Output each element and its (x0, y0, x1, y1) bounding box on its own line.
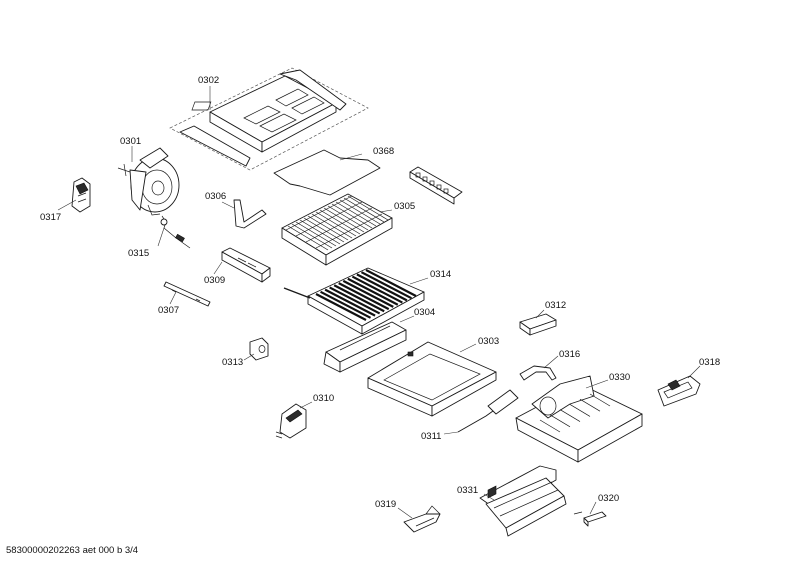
label-0320: 0320 (598, 493, 619, 504)
evaporator-fin (307, 215, 349, 241)
heater-element (320, 290, 372, 319)
evaporator-fin (323, 207, 365, 233)
label-0331: 0331 (457, 485, 478, 496)
part-0331-guide (479, 465, 567, 537)
heater-element (365, 269, 417, 297)
evaporator-fin (331, 203, 373, 229)
evaporator-fin (335, 201, 377, 227)
evaporator-fin (287, 225, 329, 251)
label-0317: 0317 (40, 212, 61, 223)
part-0312-block (519, 313, 557, 336)
label-0306: 0306 (205, 191, 226, 202)
evaporator-fin (347, 195, 389, 221)
part-0302-cover (169, 67, 369, 171)
heater-element (333, 284, 385, 313)
label-0303: 0303 (478, 336, 499, 347)
housing-rib (549, 414, 571, 428)
part-0317-bracket (71, 177, 91, 213)
evaporator-fin (311, 213, 353, 239)
heater-element (342, 279, 394, 308)
housing-rib (559, 409, 581, 422)
label-0309: 0309 (204, 275, 225, 286)
part-0303-tray (367, 341, 497, 417)
heater-element (356, 273, 408, 302)
label-0330: 0330 (609, 372, 630, 383)
housing-rib (569, 404, 591, 417)
evaporator-fin (319, 209, 361, 235)
label-0310: 0310 (313, 393, 334, 404)
evaporator-tube (315, 213, 383, 249)
label-0368: 0368 (373, 146, 394, 157)
label-0316: 0316 (559, 349, 580, 360)
housing-rib (589, 393, 611, 407)
evaporator-fin (299, 219, 341, 245)
evaporator-tube (285, 195, 353, 231)
housing-rib (579, 398, 601, 412)
heater-element (329, 286, 381, 315)
evaporator-fin (343, 197, 385, 223)
evaporator-tube (295, 201, 363, 237)
part-0309-clip (221, 247, 271, 283)
part-0330-housing (515, 375, 643, 463)
label-0318: 0318 (699, 357, 720, 368)
label-0302: 0302 (198, 75, 219, 86)
part-0307-rod (163, 281, 211, 307)
part-0301-fan (117, 147, 180, 216)
part-0313-cap (249, 337, 269, 361)
part-0319-bracket (403, 505, 441, 533)
part-0304-channel (323, 321, 407, 373)
evaporator-fin (291, 223, 333, 249)
evaporator-fin (295, 221, 337, 247)
evaporator-fin (303, 217, 345, 243)
label-0304: 0304 (414, 307, 435, 318)
part-0306-sensor (233, 199, 267, 229)
label-0315: 0315 (128, 248, 149, 259)
heater-element (324, 288, 376, 317)
label-0301: 0301 (120, 136, 141, 147)
evaporator-fin (339, 199, 381, 225)
part-0320-clip (573, 511, 607, 527)
label-0312: 0312 (545, 300, 566, 311)
heater-element (338, 282, 390, 311)
evaporator-fin (315, 211, 357, 237)
heater-element (360, 271, 412, 300)
label-0314: 0314 (430, 269, 451, 280)
label-0319: 0319 (375, 499, 396, 510)
part-labels: 0302 0301 0368 0317 0306 0305 0315 0309 … (40, 75, 720, 510)
heater-element (347, 277, 399, 306)
part-0311-wire (457, 389, 519, 433)
label-0307: 0307 (158, 305, 179, 316)
part-0316-clamp (519, 365, 557, 381)
label-0311: 0311 (421, 431, 441, 442)
label-0305: 0305 (394, 201, 415, 212)
part-0318-damper (657, 375, 701, 407)
heater-element (315, 293, 367, 321)
part-0315-wire (160, 215, 191, 249)
part-connector-strip (409, 166, 463, 205)
housing-rib (539, 419, 561, 433)
leader-lines (57, 86, 701, 519)
label-0313: 0313 (222, 357, 243, 368)
heater-element (351, 275, 403, 304)
part-0305-evaporator (281, 193, 393, 266)
evaporator-tube (305, 207, 373, 243)
part-0310-holder (275, 403, 307, 439)
footer-doc-number: 58300000202263 aet 000 b 3/4 (6, 545, 138, 556)
evaporator-fin (327, 205, 369, 231)
part-0314-heater (283, 267, 425, 335)
part-0368-sheet (273, 149, 381, 196)
